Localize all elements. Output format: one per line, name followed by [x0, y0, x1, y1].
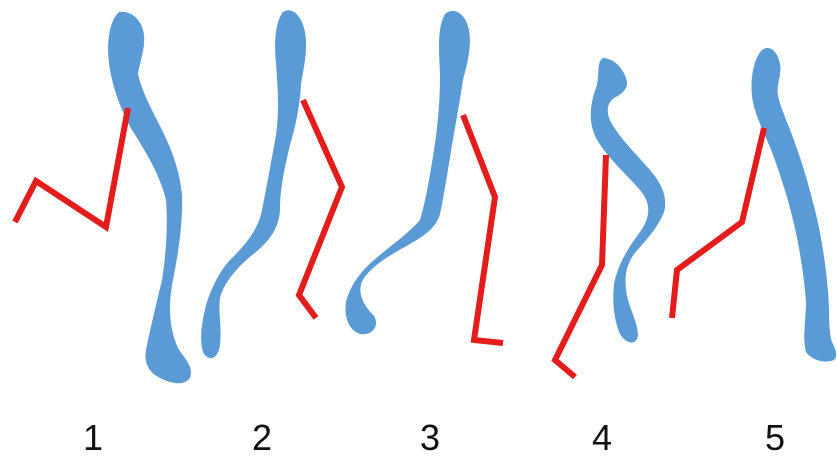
frame-label-2: 2	[252, 417, 272, 458]
gait-frame-1: 1	[15, 12, 191, 458]
blue-leg-2	[201, 10, 306, 358]
frame-label-5: 5	[765, 417, 785, 458]
frame-label-4: 4	[592, 417, 612, 458]
blue-leg-1	[108, 12, 191, 384]
red-leg-1	[15, 108, 128, 227]
red-leg-2	[299, 100, 342, 318]
red-leg-5	[672, 128, 764, 318]
frame-label-1: 1	[83, 417, 103, 458]
red-leg-3	[463, 115, 503, 343]
blue-leg-5	[751, 48, 836, 362]
gait-frame-3: 3	[346, 11, 503, 458]
red-leg-4	[555, 155, 606, 377]
gait-frame-5: 5	[672, 48, 836, 458]
blue-leg-3	[346, 11, 470, 334]
frame-label-3: 3	[420, 417, 440, 458]
gait-frame-2: 2	[201, 10, 342, 458]
gait-frame-4: 4	[555, 58, 665, 458]
